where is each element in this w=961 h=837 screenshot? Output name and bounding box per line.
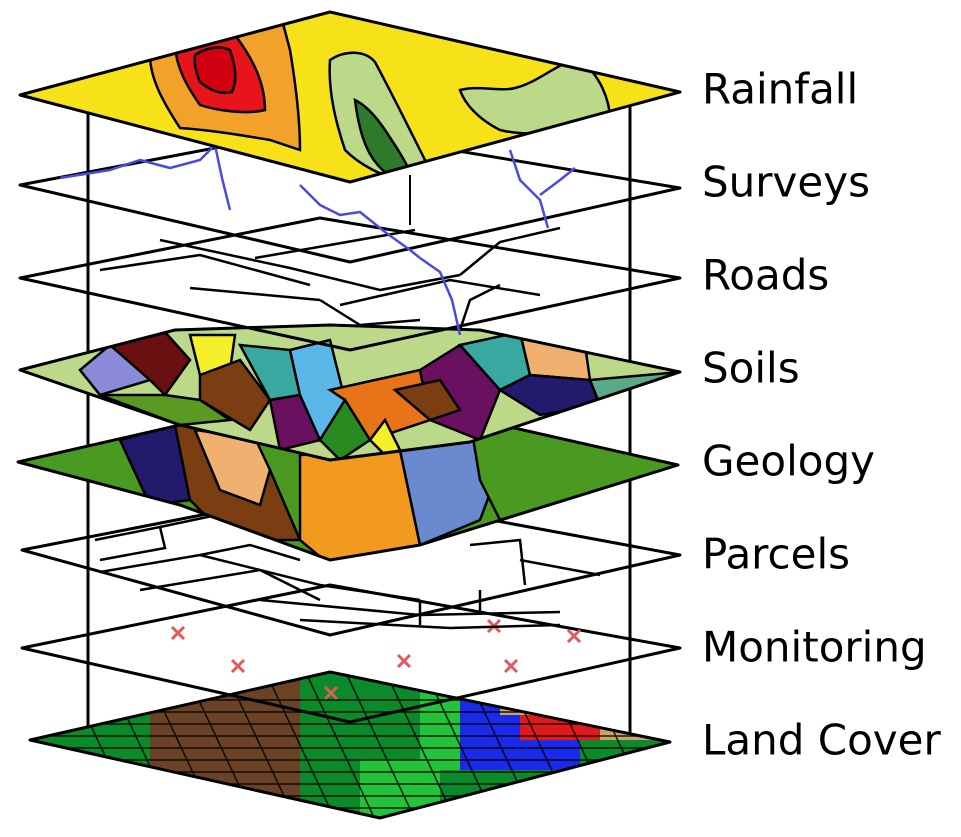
layer-land-cover (28, 670, 672, 820)
label-soils: Soils (702, 344, 800, 393)
label-land-cover: Land Cover (702, 716, 941, 765)
layer-labels: Rainfall Surveys Roads Soils Geology Par… (702, 65, 941, 765)
layer-geology (16, 416, 680, 562)
label-parcels: Parcels (702, 530, 850, 579)
label-roads: Roads (702, 251, 829, 300)
label-monitoring: Monitoring (702, 623, 927, 672)
label-rainfall: Rainfall (702, 65, 858, 114)
layer-rainfall (18, 10, 682, 184)
frame-posts (86, 95, 632, 745)
layer-roads (18, 216, 682, 352)
label-geology: Geology (702, 437, 875, 486)
layer-soils (18, 323, 682, 462)
label-surveys: Surveys (702, 158, 870, 207)
